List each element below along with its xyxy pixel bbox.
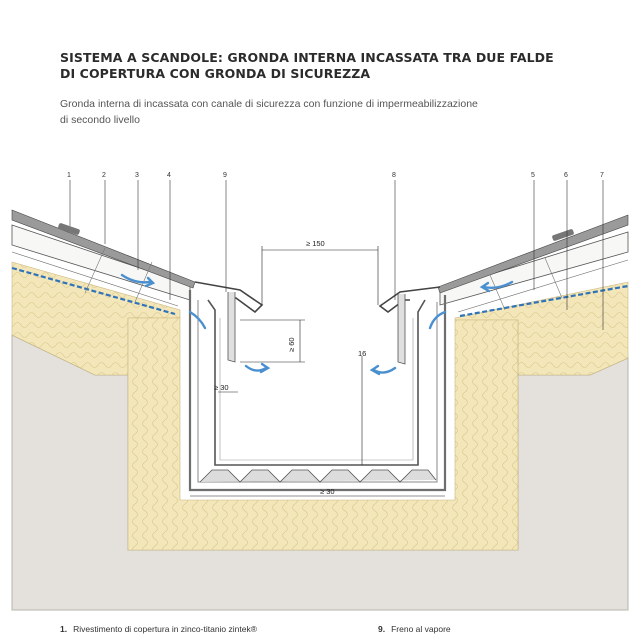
diagram-subtitle: Gronda interna di incassata con canale d… xyxy=(60,96,600,128)
callout-6: 6 xyxy=(564,172,568,179)
callout-leaders xyxy=(69,180,604,330)
trapezoidal-support xyxy=(199,469,437,483)
callout-4: 4 xyxy=(167,172,171,179)
dimension-inner-label: 16 xyxy=(358,349,366,358)
dimension-width: ≥ 150 xyxy=(306,239,325,248)
inner-gutter xyxy=(207,299,426,466)
dimension-side-gap: ≥ 30 xyxy=(214,383,229,392)
callout-8: 8 xyxy=(392,172,396,179)
callout-5: 5 xyxy=(531,172,535,179)
left-membrane xyxy=(11,266,176,316)
callout-2: 2 xyxy=(102,172,106,179)
legend-item-9: 9. Freno al vapore xyxy=(378,624,451,634)
callout-9: 9 xyxy=(223,172,227,179)
subtitle-line-2: di secondo livello xyxy=(60,114,140,126)
subtitle-line-1: Gronda interna di incassata con canale d… xyxy=(60,98,478,110)
dimension-lines xyxy=(190,246,445,497)
title-line-2: DI COPERTURA CON GRONDA DI SICUREZZA xyxy=(60,66,371,81)
callout-7: 7 xyxy=(600,172,604,179)
callout-3: 3 xyxy=(135,172,139,179)
ventilation-arrows xyxy=(120,273,514,376)
diagram-title: SISTEMA A SCANDOLE: GRONDA INTERNA INCAS… xyxy=(60,50,600,82)
legend-text: Freno al vapore xyxy=(391,624,451,634)
legend-text: Rivestimento di copertura in zinco-titan… xyxy=(73,624,257,634)
legend-number: 1. xyxy=(60,624,68,634)
dimension-depth: ≥ 60 xyxy=(287,337,296,352)
right-membrane xyxy=(459,284,629,318)
dimension-bottom-gap: ≥ 30 xyxy=(320,487,335,496)
legend-item-1: 1. Rivestimento di copertura in zinco-tit… xyxy=(60,624,257,634)
right-shingles xyxy=(437,214,629,294)
safety-gutter-shell xyxy=(188,290,447,492)
callout-1: 1 xyxy=(67,172,71,179)
gutter-insulation xyxy=(127,317,519,551)
legend-number: 9. xyxy=(378,624,386,634)
title-line-1: SISTEMA A SCANDOLE: GRONDA INTERNA INCAS… xyxy=(60,50,554,65)
